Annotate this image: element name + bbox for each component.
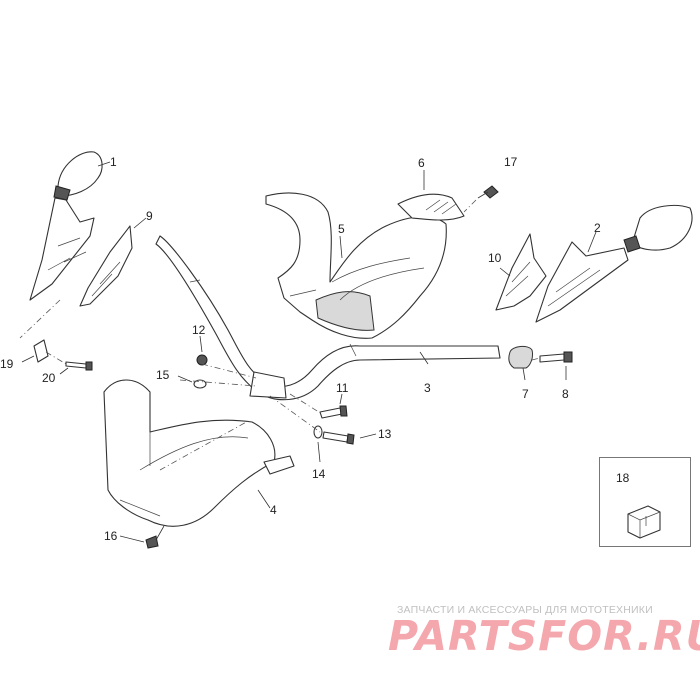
part-19-clip [33,339,49,363]
callout-17: 17 [504,155,518,169]
part-8-bolt [539,351,573,363]
assembly-lines [19,199,541,471]
callout-16: 16 [104,529,118,543]
part-3-handlebar [155,235,501,401]
inset-box-part-18 [599,457,691,547]
part-2-right-mirror [535,204,693,323]
callout-10: 10 [488,251,502,265]
callout-5: 5 [338,222,345,236]
watermark-caption: ЗАПЧАСТИ И АКСЕССУАРЫ ДЛЯ МОТОТЕХНИКИ [397,604,653,616]
callout-19: 19 [0,357,14,371]
callout-20: 20 [42,371,56,385]
callout-12: 12 [192,323,206,337]
part-4-lower-cover [103,379,295,527]
callout-9: 9 [146,209,153,223]
part-18-rubber-grommet [627,505,661,539]
part-16-screw [145,525,165,549]
part-10-right-cover [495,233,547,311]
callout-8: 8 [562,387,569,401]
callout-18: 18 [616,471,630,485]
callout-2: 2 [594,221,601,235]
callout-14: 14 [312,467,326,481]
callout-4: 4 [270,503,277,517]
part-14-washer [313,425,323,439]
part-15-washer [193,379,207,389]
callout-11: 11 [336,381,349,395]
callout-3: 3 [424,381,431,395]
callout-15: 15 [156,368,170,382]
part-5-front-cover [265,192,447,339]
callout-labels: 1 2 3 4 5 6 7 8 9 10 11 12 13 14 15 16 1… [0,155,630,543]
callout-7: 7 [522,387,529,401]
callout-1: 1 [110,155,117,169]
callout-6: 6 [418,156,425,170]
part-13-bolt [322,431,355,445]
watermark-logo: PARTSFOR.RU [388,612,700,660]
part-9-left-cover [79,225,133,307]
callout-13: 13 [378,427,392,441]
part-1-left-mirror [29,151,103,301]
part-12-nut [196,354,208,366]
part-7-bar-end [508,345,533,369]
part-17-screw [477,185,499,199]
part-11-bolt [319,405,348,419]
part-6-cap [397,193,465,221]
leader-lines [21,161,597,543]
part-20-screw [65,361,93,371]
